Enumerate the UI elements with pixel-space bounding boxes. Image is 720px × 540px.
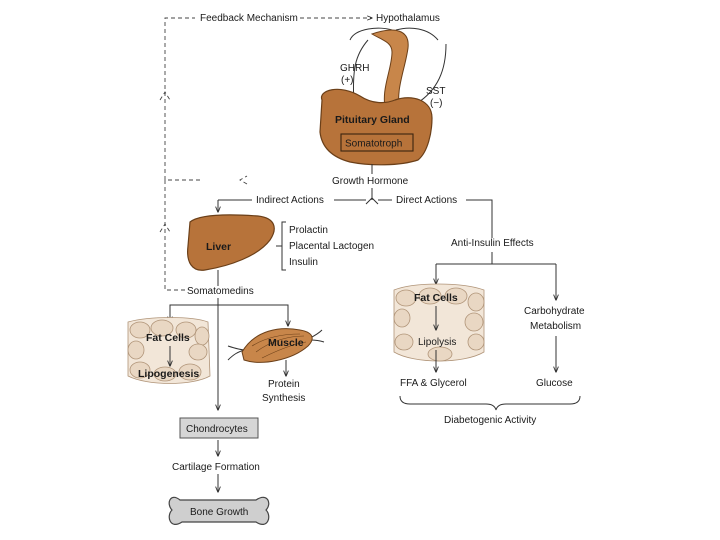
- glucose-label: Glucose: [536, 378, 573, 389]
- anti-insulin-label: Anti-Insulin Effects: [451, 238, 534, 249]
- somatomedins-label: Somatomedins: [187, 286, 254, 297]
- muscle-icon: [241, 328, 313, 363]
- feedback-label: Feedback Mechanism: [200, 13, 298, 24]
- sst-sign: (−): [430, 98, 443, 109]
- ffa-label: FFA & Glycerol: [400, 378, 467, 389]
- direct-actions-label: Direct Actions: [396, 195, 457, 206]
- lipolysis-label: Lipolysis: [418, 337, 456, 348]
- liver-group: Liver: [187, 214, 275, 271]
- pituitary-label: Pituitary Gland: [335, 114, 410, 126]
- diabetogenic-label: Diabetogenic Activity: [444, 415, 536, 426]
- synthesis-label: Synthesis: [262, 393, 305, 404]
- sst-label: SST: [426, 86, 445, 97]
- placental-lactogen-label: Placental Lactogen: [289, 241, 374, 252]
- growth-hormone-label: Growth Hormone: [332, 176, 409, 187]
- diabetogenic-brace: [399, 395, 581, 411]
- bone-growth-label: Bone Growth: [190, 507, 248, 518]
- pituitary-gland: Pituitary Gland Somatotroph: [319, 88, 433, 166]
- chondrocytes-box: [179, 417, 259, 439]
- liver-label: Liver: [206, 241, 231, 253]
- metabolism-label: Metabolism: [530, 321, 581, 332]
- protein-label: Protein: [268, 379, 300, 390]
- insulin-label: Insulin: [289, 257, 318, 268]
- lipogenesis-label: Lipogenesis: [138, 368, 199, 380]
- hormone-bracket: [281, 221, 286, 271]
- fat-cells-right-label: Fat Cells: [414, 292, 458, 304]
- fat-cells-left-label: Fat Cells: [146, 332, 190, 344]
- indirect-actions-label: Indirect Actions: [256, 195, 324, 206]
- ghrh-sign: (+): [341, 75, 354, 86]
- muscle-group: Muscle Protein Synthesis: [227, 328, 325, 404]
- muscle-label: Muscle: [268, 337, 304, 349]
- liver-icon: [187, 214, 275, 271]
- somatotroph-label: Somatotroph: [345, 139, 402, 150]
- cartilage-label: Cartilage Formation: [172, 462, 260, 473]
- bone-icon: [168, 496, 270, 525]
- carbohydrate-label: Carbohydrate: [524, 306, 585, 317]
- somatotroph-box: [340, 133, 414, 152]
- chondrocytes-label: Chondrocytes: [186, 424, 248, 435]
- prolactin-label: Prolactin: [289, 225, 328, 236]
- fat-cells-right: Fat Cells Lipolysis: [393, 283, 485, 362]
- feedback-loop: Feedback Mechanism: [159, 13, 372, 291]
- fat-cells-left: Fat Cells Lipogenesis: [127, 317, 211, 384]
- hypothalamus-label: Hypothalamus: [376, 13, 440, 24]
